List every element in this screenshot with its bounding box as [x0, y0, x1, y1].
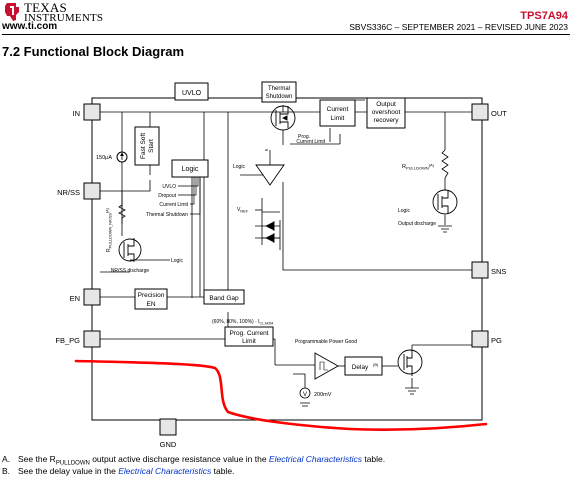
svg-text:150μA: 150μA	[96, 155, 112, 161]
header-divider	[2, 34, 570, 35]
pin-in: IN	[73, 103, 101, 121]
logic-block: Logic	[171, 159, 209, 178]
svg-text:FB_PG: FB_PG	[55, 336, 80, 345]
doc-info: SBVS336C – SEPTEMBER 2021 – REVISED JUNE…	[349, 22, 568, 32]
current-limit-signal: Current Limit	[159, 202, 188, 208]
output-pulldown-resistor-icon	[441, 149, 449, 179]
ti-logo: TEXAS INSTRUMENTS	[2, 0, 122, 30]
svg-text:Shutdown: Shutdown	[266, 94, 293, 100]
r-nr-ss-label: RPULLDOWN_NR/SS(A)	[106, 207, 113, 252]
svg-text:V: V	[303, 392, 307, 398]
current-source-icon: 150μA	[96, 151, 128, 163]
overshoot-recovery-block: Output overshoot recovery	[366, 97, 406, 129]
logo-line-2: INSTRUMENTS	[24, 12, 104, 24]
footnote-a: A.See the RPULLDOWN output active discha…	[2, 454, 386, 467]
current-limit-block: Current Limit	[319, 99, 356, 127]
logo-text: TEXAS INSTRUMENTS	[24, 0, 104, 24]
svg-text:UVLO: UVLO	[182, 90, 202, 97]
svg-text:Band Gap: Band Gap	[209, 295, 239, 302]
thermal-shutdown-signal: Thermal Shutdown	[146, 212, 188, 218]
vref-label: VREF	[237, 207, 249, 214]
prog-label: Prog.	[298, 134, 310, 140]
svg-text:overshoot: overshoot	[372, 109, 401, 116]
svg-text:Start: Start	[148, 139, 155, 153]
diode-array-icon	[255, 221, 280, 243]
electrical-characteristics-link-b[interactable]: Electrical Characteristics	[118, 466, 212, 476]
delay-block: Delay (B)	[344, 356, 383, 376]
svg-text:Fast Soft: Fast Soft	[140, 133, 147, 159]
prog-current-limit-label: Current Limit	[296, 139, 325, 145]
svg-text:Thermal: Thermal	[268, 86, 290, 92]
svg-text:EN: EN	[146, 301, 155, 308]
uvlo-signal: UVLO	[162, 184, 176, 190]
voltage-reference-icon: V 200mV	[299, 387, 332, 407]
logic-inputs	[178, 177, 201, 215]
thermal-shutdown-block: Thermal Shutdown	[261, 81, 297, 103]
error-amplifier-icon	[255, 164, 285, 186]
website-link[interactable]: www.ti.com	[2, 21, 58, 32]
svg-text:200mV: 200mV	[314, 392, 332, 398]
output-ground-icon	[438, 225, 452, 233]
electrical-characteristics-link-a[interactable]: Electrical Characteristics	[268, 454, 362, 464]
svg-text:Delay: Delay	[352, 364, 369, 371]
pass-fet-icon	[270, 105, 296, 131]
svg-text:EN: EN	[70, 294, 80, 303]
logic-nr-ss-label: Logic	[171, 258, 183, 264]
uvlo-block: UVLO	[174, 82, 209, 101]
nr-ss-discharge-fet-icon	[118, 238, 142, 262]
pin-fb-pg: FB_PG	[55, 330, 101, 348]
svg-text:PG: PG	[491, 336, 502, 345]
percent-options-label: (60%, 80%, 100%) · ICL,NOM	[212, 319, 273, 326]
svg-text:NR/SS: NR/SS	[57, 188, 80, 197]
section-title: 7.2 Functional Block Diagram	[2, 44, 185, 59]
r-pulldown-label: RPULLDOWN(A)	[402, 163, 435, 171]
svg-text:OUT: OUT	[491, 109, 507, 118]
pin-out: OUT	[471, 103, 507, 121]
programmable-pg-label: Programmable Power Good	[295, 339, 357, 345]
pin-gnd: GND	[159, 418, 177, 449]
svg-text:Output: Output	[376, 101, 396, 108]
svg-text:Precision: Precision	[138, 292, 165, 299]
prog-current-limit-block: Prog. Current Limit	[224, 326, 274, 347]
output-discharge-label: Output discharge	[398, 221, 436, 227]
pg-comparator-icon	[314, 352, 339, 380]
svg-text:recovery: recovery	[374, 117, 400, 124]
svg-text:IN: IN	[73, 109, 81, 118]
precision-en-block: Precision EN	[134, 288, 168, 310]
pin-nr-ss: NR/SS	[57, 182, 101, 200]
svg-text:SNS: SNS	[491, 267, 506, 276]
logic-output-label: Logic	[398, 208, 410, 214]
nr-ss-discharge-label: NR/SS discharge	[111, 268, 150, 274]
footnote-b: B.See the delay value in the Electrical …	[2, 466, 235, 476]
svg-text:(B): (B)	[373, 362, 379, 367]
svg-text:Logic: Logic	[182, 166, 199, 173]
logic-amp-label: Logic	[233, 164, 245, 170]
pin-en: EN	[70, 288, 101, 306]
svg-text:Limit: Limit	[331, 115, 345, 122]
svg-text:Prog. Current: Prog. Current	[229, 330, 268, 337]
nr-ss-resistor-icon	[118, 204, 126, 219]
band-gap-block: Band Gap	[203, 289, 245, 305]
pin-pg: PG	[471, 330, 502, 348]
dropout-signal: Dropout	[158, 193, 176, 199]
ti-logo-icon	[5, 3, 19, 21]
svg-text:Current: Current	[327, 106, 349, 113]
pg-fet-icon	[397, 349, 423, 376]
red-annotation-stroke	[74, 359, 488, 431]
logo-line-1: TEXAS	[24, 0, 67, 15]
wires	[100, 99, 472, 388]
svg-text:GND: GND	[160, 440, 177, 449]
part-number: TPS7A94	[520, 10, 568, 22]
output-discharge-fet-icon	[432, 189, 458, 215]
svg-text:Limit: Limit	[242, 338, 256, 345]
pg-ground-icon	[405, 387, 419, 395]
pin-sns: SNS	[471, 261, 506, 279]
fast-soft-start-block: Fast Soft Start	[134, 126, 160, 166]
